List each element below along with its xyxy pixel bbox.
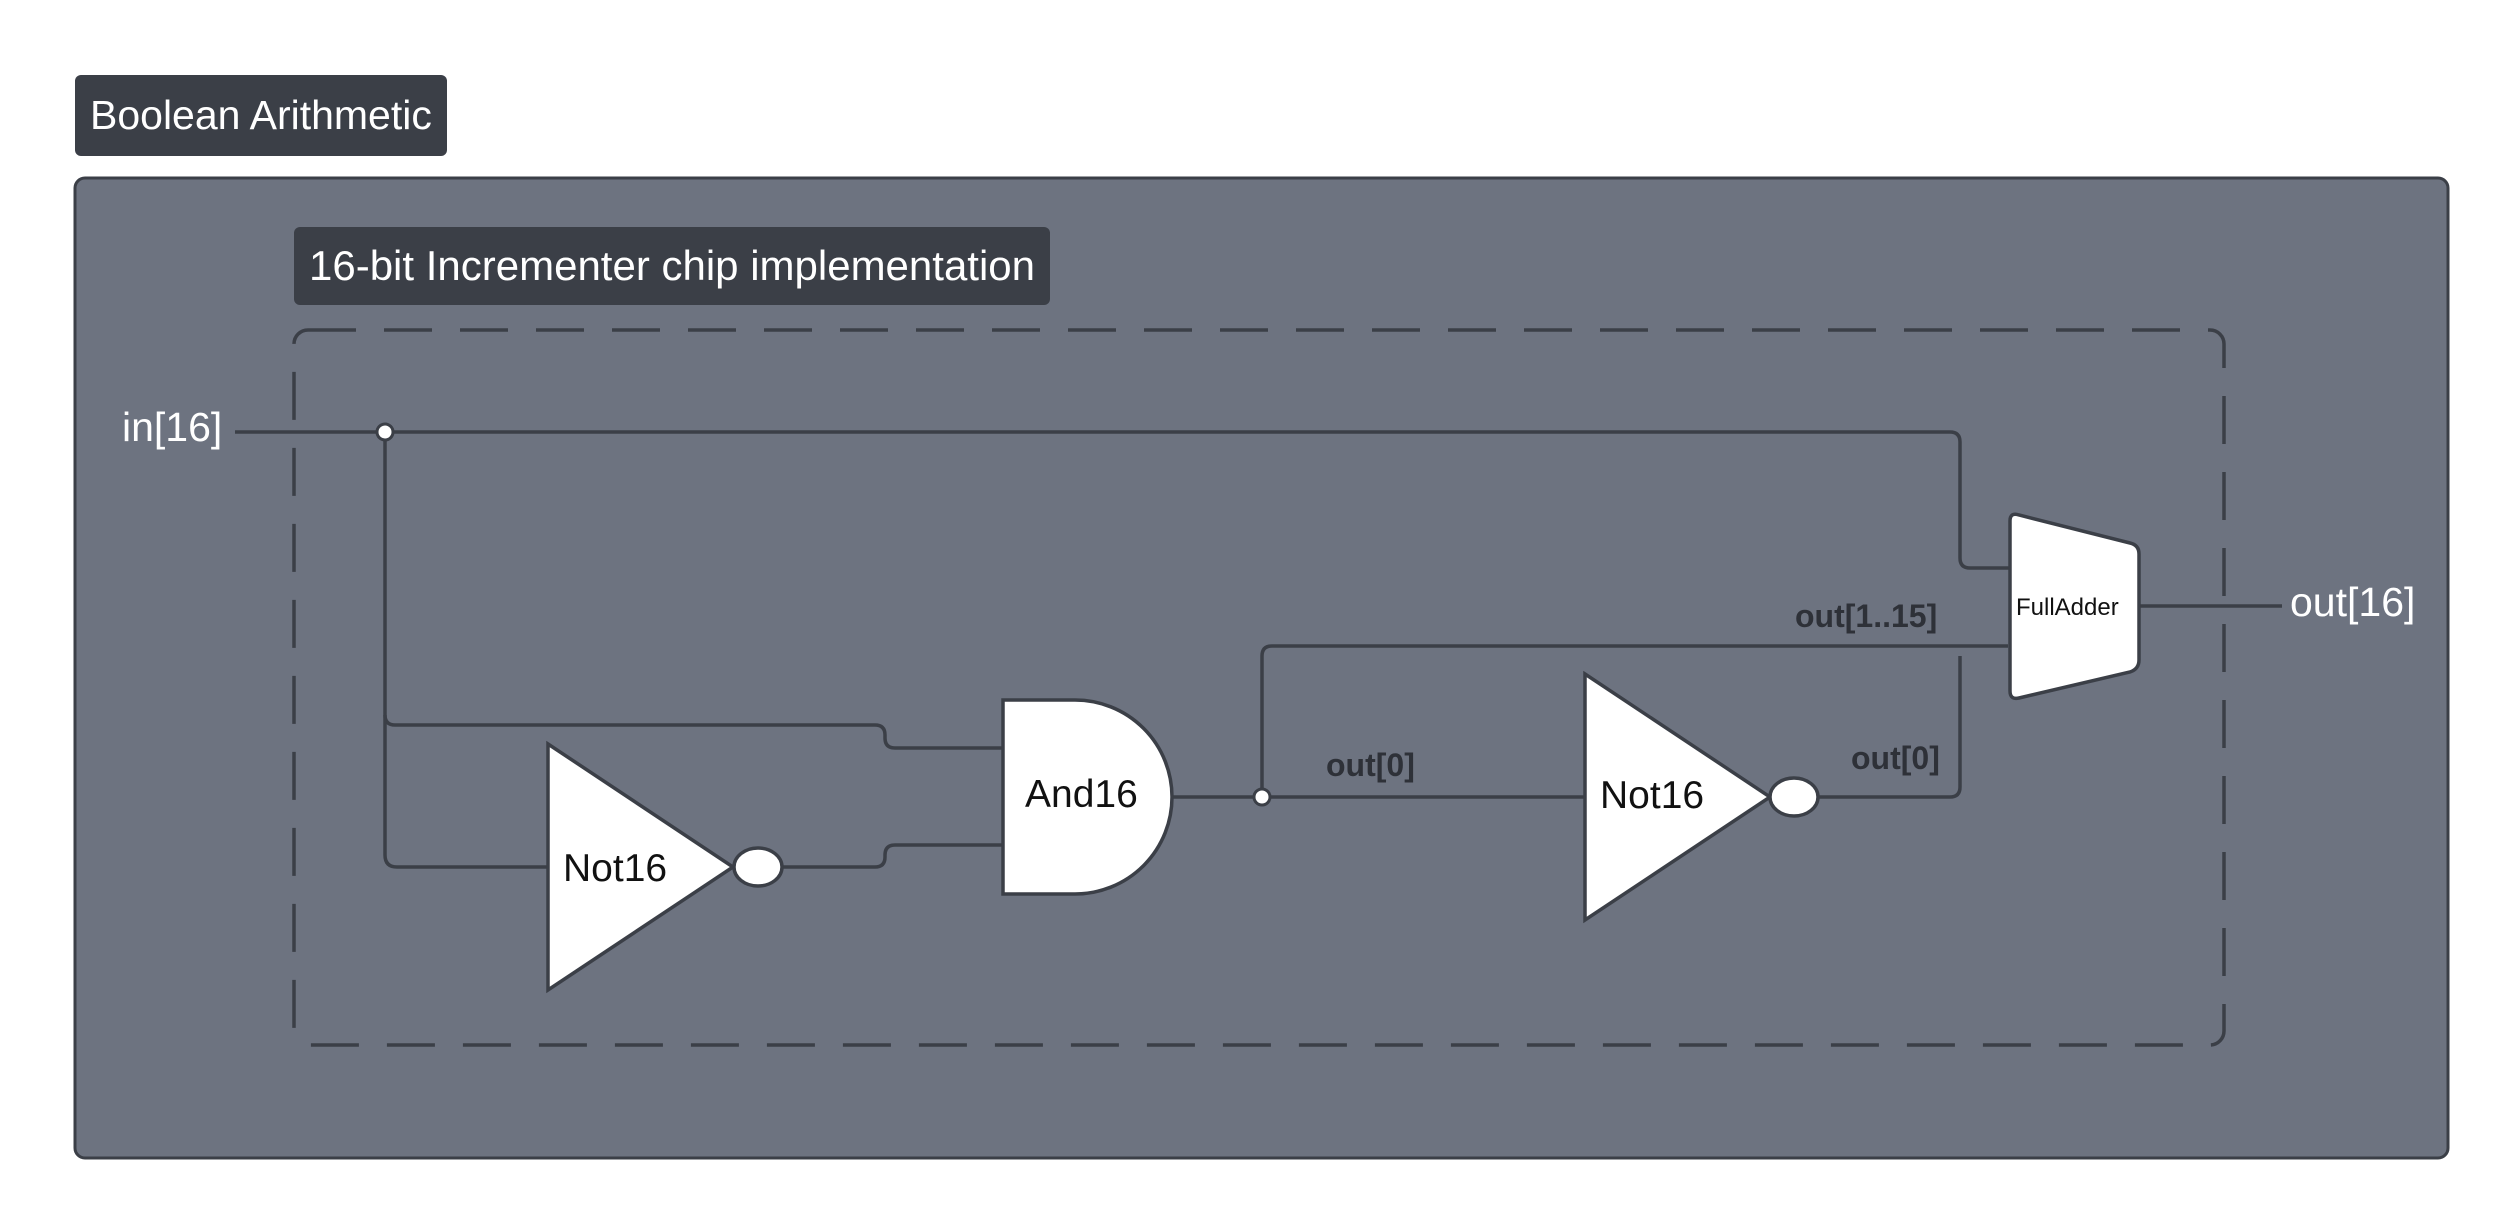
not16-gate-second [1583, 670, 1774, 924]
wire-in-to-fulladder [385, 430, 2010, 570]
wire-in-to-and16 [383, 432, 1003, 750]
chip-title: 16-bit Incrementer chip implementation [294, 227, 1051, 305]
wire-label-out-bit0-right: out[0] [1851, 740, 1940, 776]
fulladder-block [2008, 512, 2141, 701]
section-title: Boolean Arithmetic [75, 75, 447, 156]
junction-dot-and16-output [1252, 787, 1272, 807]
not16-bubble-second [1768, 776, 1820, 818]
wire-not16-to-and16 [782, 843, 1003, 869]
wire-label-out-high: out[1..15] [1795, 598, 1937, 634]
not16-second-label: Not16 [1600, 774, 1704, 817]
wire-out-high [1260, 644, 2008, 797]
fulladder-label: FullAdder [2016, 594, 2119, 621]
and16-gate [1001, 698, 1174, 896]
not16-gate-first [546, 740, 737, 994]
input-label: in[16] [122, 404, 222, 450]
chip-boundary [292, 328, 2226, 1047]
and16-label: And16 [1025, 773, 1138, 816]
junction-dot-input [375, 422, 395, 442]
wire-not16-to-fulladder [1818, 656, 1962, 799]
output-label: out[16] [2290, 579, 2415, 625]
wire-in-to-not16 [383, 715, 548, 869]
not16-bubble-first [732, 846, 784, 888]
wire-label-out-bit0-mid: out[0] [1326, 747, 1415, 783]
not16-first-label: Not16 [563, 847, 667, 890]
